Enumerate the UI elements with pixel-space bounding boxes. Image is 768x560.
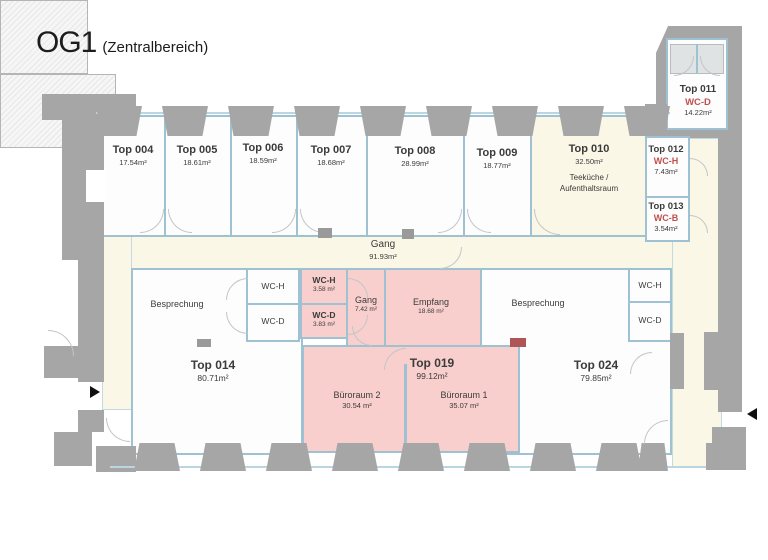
label-empfang: Empfang 18.68 m²	[412, 297, 450, 316]
room-empfang	[384, 268, 482, 347]
wall-pillar	[294, 106, 340, 136]
label-top-019: Top 019 99.12m²	[409, 356, 455, 381]
wall-pillar	[134, 443, 180, 471]
label-bueroraum-2: Büroraum 2 30.54 m²	[333, 390, 381, 411]
page-title: OG1 (Zentralbereich)	[36, 26, 208, 60]
wall-pillar	[464, 443, 510, 471]
label-gang-main: Gang 91.93m²	[369, 239, 397, 261]
wall-pillar	[596, 443, 642, 471]
label-wch-mid: WC-H 3.58 m²	[312, 275, 336, 293]
wall-stub	[197, 339, 211, 347]
label-wcd-left: WC-D	[261, 316, 285, 326]
wall-stub	[402, 229, 414, 239]
room-top-013	[645, 196, 690, 242]
label-top-004: Top 004 17.54m²	[112, 144, 154, 167]
wall-left-mid	[62, 208, 104, 260]
wall-left-below-door	[78, 410, 104, 432]
room-wcd-right	[628, 301, 672, 342]
wall-pillar	[492, 106, 538, 136]
wall-pillar	[228, 106, 274, 136]
door-arc	[106, 418, 130, 442]
corridor-left-extension	[102, 233, 132, 410]
label-wch-right: WC-H	[638, 280, 662, 290]
label-top-008: Top 008 28.99m²	[394, 145, 436, 168]
label-top-010: Top 010 32.50m² Teeküche / Aufenthaltsra…	[559, 143, 619, 194]
label-top-013: Top 013 WC-B 3.54m²	[648, 201, 684, 234]
wall-pillar	[530, 443, 576, 471]
label-gang-small: Gang 7.42 m²	[354, 295, 378, 314]
label-besprechung-right: Besprechung	[511, 298, 565, 308]
wall-pillar	[638, 443, 668, 471]
wall-corridor-stub	[670, 333, 684, 389]
label-top-024: Top 024 79.85m²	[573, 358, 619, 383]
wall-niche	[86, 170, 106, 202]
room-top-019	[302, 345, 520, 453]
label-wcd-mid: WC-D 3.83 m²	[312, 310, 336, 328]
wall-pillar	[96, 106, 142, 136]
wall-stub	[318, 228, 332, 238]
wall-pillar	[558, 106, 604, 136]
label-wch-left: WC-H	[261, 281, 285, 291]
entrance-arrow-icon	[747, 408, 757, 420]
wall-pillar	[332, 443, 378, 471]
wall-bottom-right	[706, 443, 746, 470]
label-bueroraum-1: Büroraum 1 35.07 m²	[440, 390, 488, 411]
label-top-005: Top 005 18.61m²	[176, 144, 218, 167]
entrance-arrow-icon	[90, 386, 100, 398]
label-top-014: Top 014 80.71m²	[190, 358, 236, 383]
wall-pillar	[398, 443, 444, 471]
floor-label: OG1	[36, 26, 97, 59]
room-wcd-left	[246, 303, 300, 342]
label-top-006: Top 006 18.59m²	[242, 142, 284, 165]
label-top-012: Top 012 WC-H 7.43m²	[648, 144, 684, 177]
wall-bottom-left-2	[96, 446, 136, 472]
wall-bueroraum-divider	[404, 364, 407, 453]
label-wcd-right: WC-D	[638, 315, 662, 325]
label-top-011: Top 011 WC-D 14.22m²	[679, 84, 717, 118]
wall-right-block	[704, 332, 740, 390]
wall-pillar	[360, 106, 406, 136]
label-top-007: Top 007 18.68m²	[310, 144, 352, 167]
wall-pillar	[266, 443, 312, 471]
label-top-009: Top 009 18.77m²	[476, 147, 518, 170]
wall-pillar	[162, 106, 208, 136]
wall-pillar	[426, 106, 472, 136]
wall-pillar	[200, 443, 246, 471]
stall-divider	[696, 44, 698, 74]
wall-bottom-left-1	[54, 432, 92, 466]
besprechung-zone-left	[0, 0, 88, 74]
floor-sublabel: (Zentralbereich)	[102, 39, 209, 56]
label-besprechung-left: Besprechung	[150, 299, 204, 309]
wall-stub	[510, 338, 526, 347]
wall-pillar	[624, 106, 670, 136]
door-arc	[48, 330, 74, 356]
